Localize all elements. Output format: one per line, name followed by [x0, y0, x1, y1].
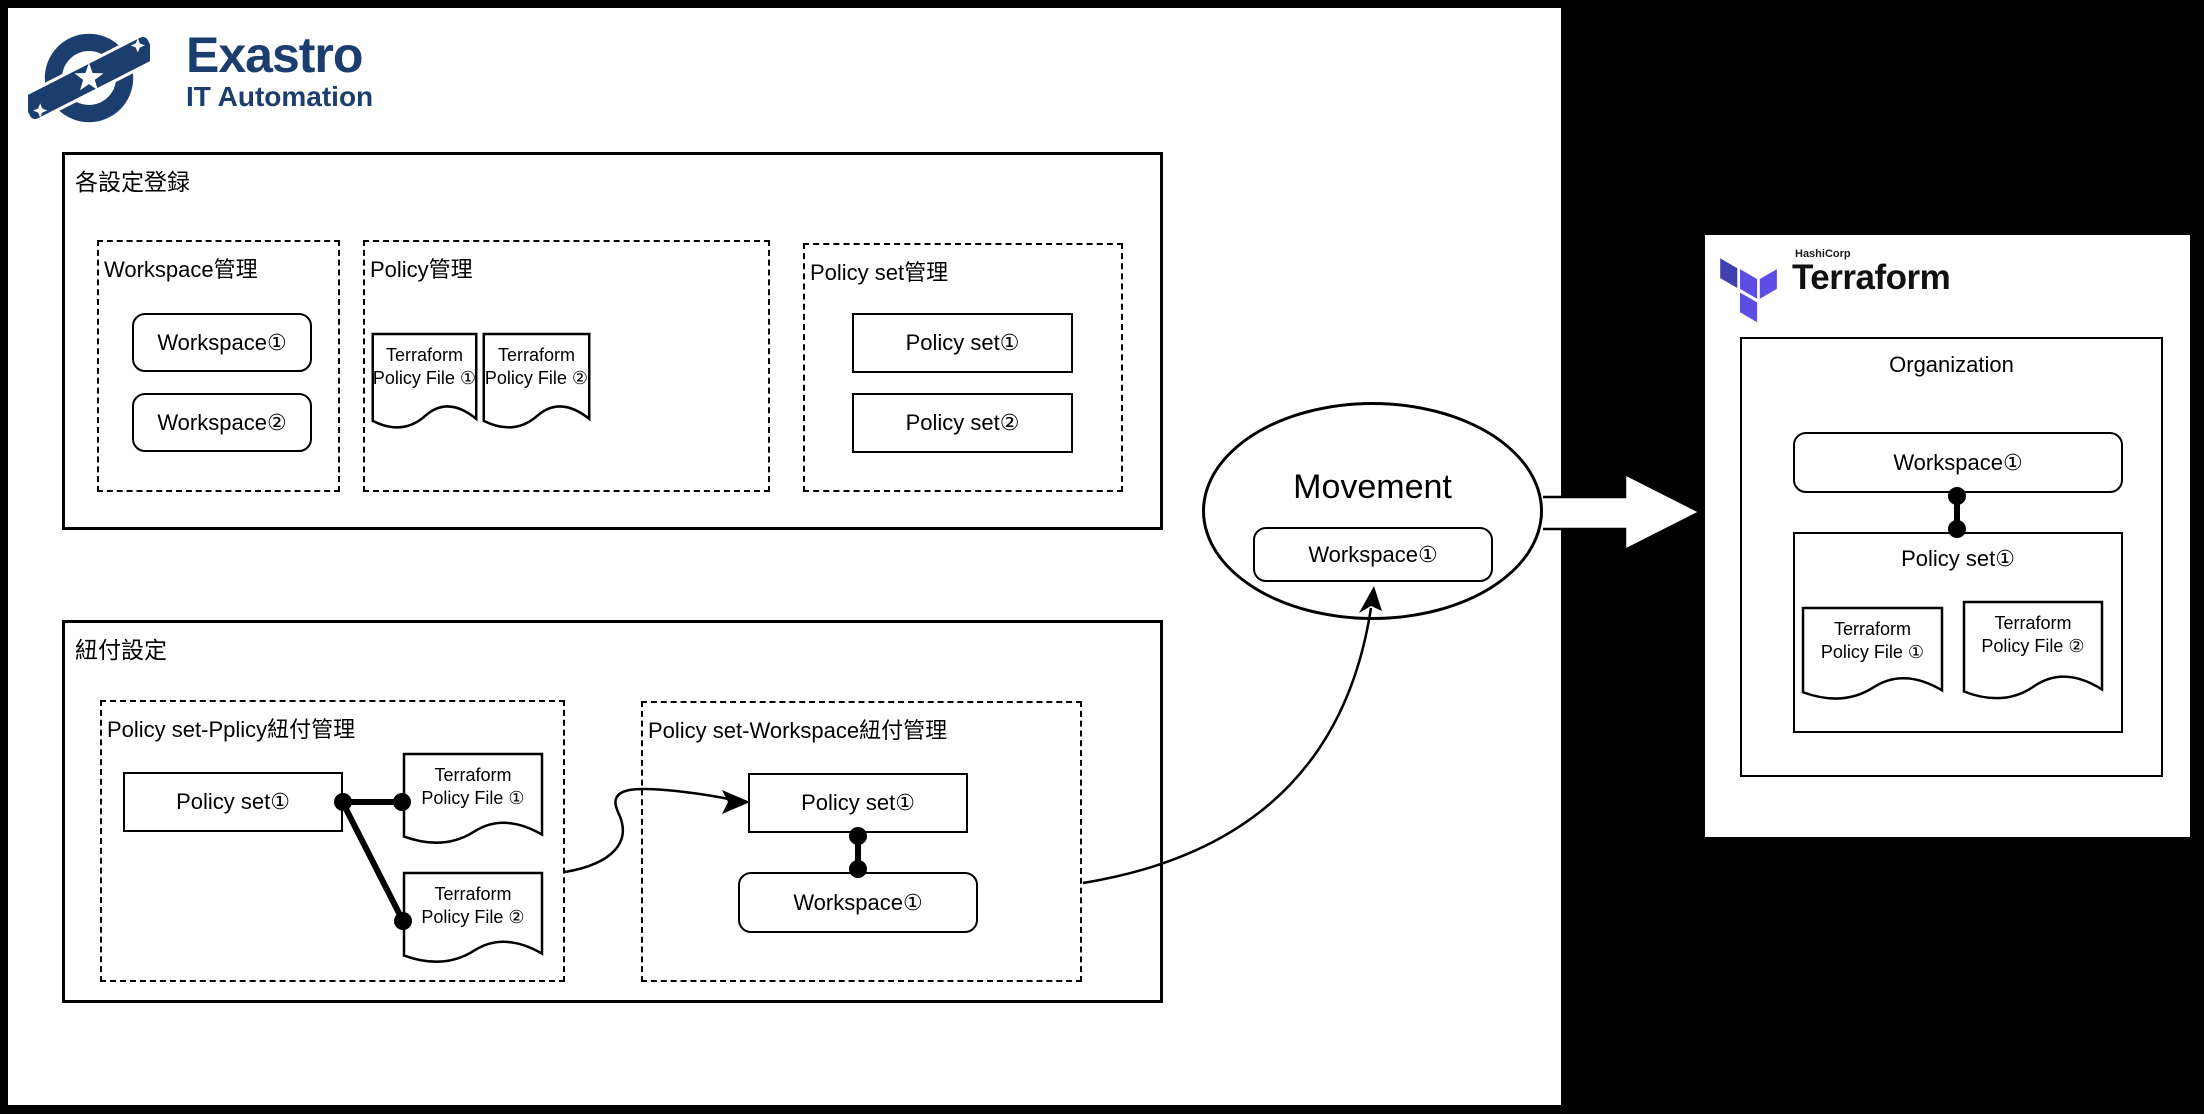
document-shape-icon [1963, 601, 2103, 705]
link-policy-file1-text: Terraform Policy File ① [421, 765, 525, 809]
movement-workspace1-node: Workspace① [1253, 527, 1493, 582]
link-policy-set1-node: Policy set① [123, 772, 343, 832]
hashicorp-label: HashiCorp [1795, 248, 1851, 260]
movement-workspace1-label: Workspace① [1308, 541, 1438, 567]
organization-box [1740, 337, 2163, 777]
document-shape-icon [1802, 607, 1943, 705]
document-shape-icon [403, 872, 543, 968]
workspace1-label: Workspace① [157, 329, 287, 355]
terraform-policy-file1-doc: Terraform Policy File ① [1802, 607, 1943, 705]
exastro-logo: Exastro IT Automation [28, 22, 498, 140]
movement-to-terraform-arrow [1543, 471, 1703, 553]
exastro-logo-icon [28, 33, 150, 123]
policy-link-group: Policy set-Pplicy紐付管理 [100, 700, 565, 982]
workspace-mgmt-title: Workspace管理 [104, 257, 258, 282]
policy-set-mgmt-group: Policy set管理 [803, 243, 1123, 492]
policy-set-mgmt-title: Policy set管理 [810, 260, 949, 285]
movement-title: Movement [1293, 468, 1452, 506]
policy-file2-doc: Terraform Policy File ② [483, 333, 590, 434]
policy-set2-node: Policy set② [852, 393, 1073, 453]
link-policy-file1-doc: Terraform Policy File ① [403, 753, 543, 849]
workspace1-node: Workspace① [132, 313, 312, 372]
policy-set1-node: Policy set① [852, 313, 1073, 373]
terraform-policy-file1-text: Terraform Policy File ① [1820, 619, 1925, 663]
document-shape-icon [483, 333, 590, 434]
policy-mgmt-title: Policy管理 [370, 257, 473, 282]
policy-file2-text: Terraform Policy File ② [484, 345, 589, 389]
workspace2-label: Workspace② [157, 409, 287, 435]
policy-link-title: Policy set-Pplicy紐付管理 [107, 717, 356, 742]
workspace-link-workspace1-node: Workspace① [738, 872, 978, 933]
terraform-policy-file2-doc: Terraform Policy File ② [1963, 601, 2103, 705]
link-policy-file2-text: Terraform Policy File ② [421, 884, 525, 928]
movement-ellipse [1202, 402, 1543, 620]
link-policy-file2-doc: Terraform Policy File ② [403, 872, 543, 968]
terraform-logo-icon [1720, 258, 1777, 323]
workspace-mgmt-group: Workspace管理 [97, 240, 340, 492]
terraform-workspace1-node: Workspace① [1793, 432, 2123, 493]
exastro-brand-text: Exastro [186, 27, 363, 83]
register-section-title: 各設定登録 [75, 169, 190, 195]
workspace-link-title: Policy set-Workspace紐付管理 [648, 718, 948, 743]
policy-file1-text: Terraform Policy File ① [372, 345, 477, 389]
policy-mgmt-group: Policy管理 [363, 240, 770, 492]
link-section-title: 紐付設定 [75, 637, 167, 663]
workspace-link-group: Policy set-Workspace紐付管理 [641, 701, 1082, 982]
exastro-logo-text: Exastro IT Automation [186, 30, 373, 113]
organization-title: Organization [1889, 352, 2014, 377]
workspace2-node: Workspace② [132, 393, 312, 452]
link-policy-set1-label: Policy set① [176, 789, 290, 814]
terraform-workspace1-label: Workspace① [1893, 449, 2023, 475]
exastro-subtitle-text: IT Automation [186, 81, 374, 112]
policy-file1-doc: Terraform Policy File ① [372, 333, 477, 434]
policy-set2-label: Policy set② [905, 410, 1020, 435]
terraform-policy-set1-title: Policy set① [1901, 546, 2015, 571]
policy-set1-label: Policy set① [905, 330, 1020, 355]
workspace-link-policy-set1-label: Policy set① [801, 790, 915, 815]
workspace-link-policy-set1-node: Policy set① [748, 773, 968, 833]
document-shape-icon [372, 333, 477, 434]
document-shape-icon [403, 753, 543, 849]
terraform-label: Terraform [1792, 258, 1951, 297]
terraform-policy-file2-text: Terraform Policy File ② [1981, 613, 2085, 657]
workspace-link-workspace1-label: Workspace① [793, 889, 923, 915]
register-section-box: 各設定登録 [62, 152, 1163, 530]
